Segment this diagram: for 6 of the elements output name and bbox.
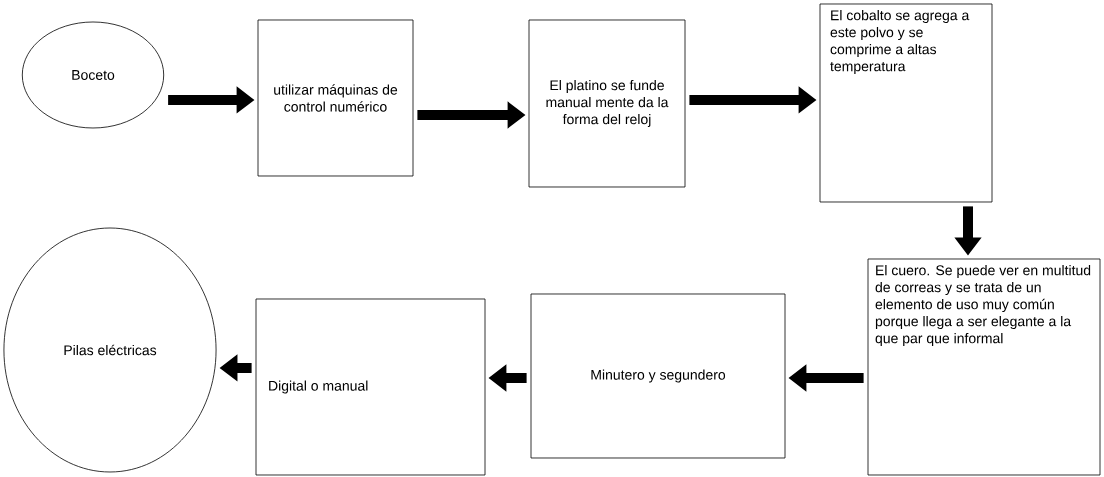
process-box: El cobalto se agrega a este polvo y se comprime a altas temperatura	[819, 3, 993, 203]
process-box: El platino se funde manual mente da la forma del reloj	[528, 19, 686, 188]
process-box: utilizar máquinas de control numérico	[257, 19, 414, 177]
process-box: El cuero. Se puede ver en multitud de correas y se trata de un elemento de uso muy común porque llega a ser elegante a la que par que informal	[867, 258, 1101, 476]
process-box: Digital o manual	[255, 298, 486, 476]
process-box: Minutero y segundero	[530, 293, 786, 459]
